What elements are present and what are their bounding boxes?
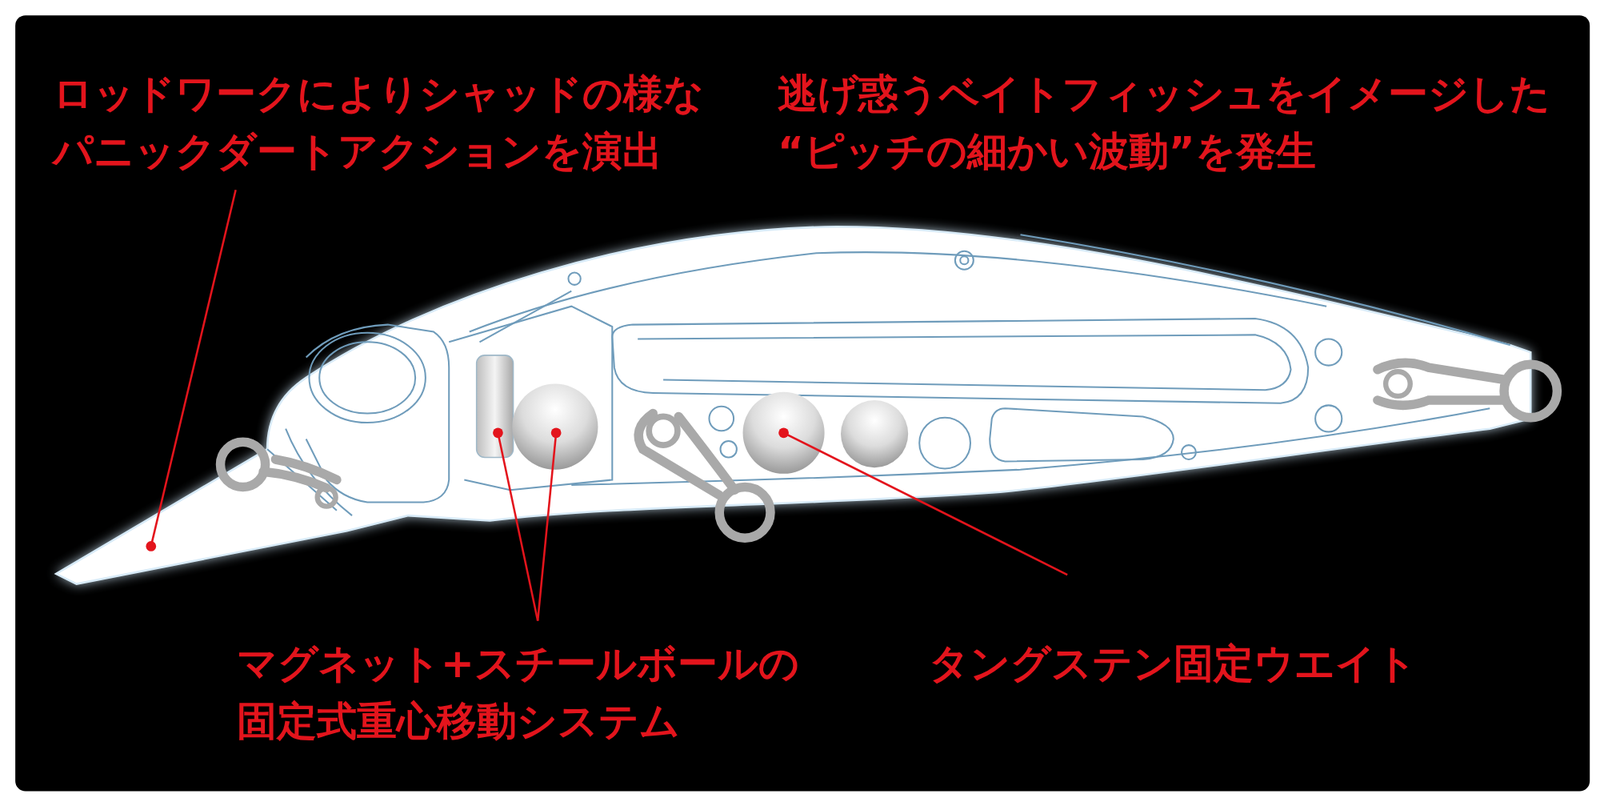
internal-structure [267, 234, 1511, 516]
callout-text: ロッドワークによりシャッドの様な パニックダートアクションを演出 [52, 64, 708, 180]
magnet [476, 355, 514, 458]
scaled-art [15, 15, 1590, 791]
leader-dots [145, 427, 789, 551]
tungsten-weight [840, 400, 908, 468]
callout-text: マグネット+スチールボールの 固定式重心移動システム [236, 634, 803, 750]
eyelets [220, 362, 1558, 538]
steel-ball [512, 384, 598, 470]
lure-body [56, 226, 1531, 584]
callout-text: タングステン固定ウエイト [928, 634, 1417, 692]
body-glow [56, 226, 1531, 584]
black-panel [15, 15, 1590, 791]
callout-text: 逃げ惑うベイトフィッシュをイメージした “ピッチの細かい波動”を発生 [777, 64, 1554, 180]
tungsten-weight [743, 392, 825, 474]
leader-lines [151, 189, 1068, 620]
